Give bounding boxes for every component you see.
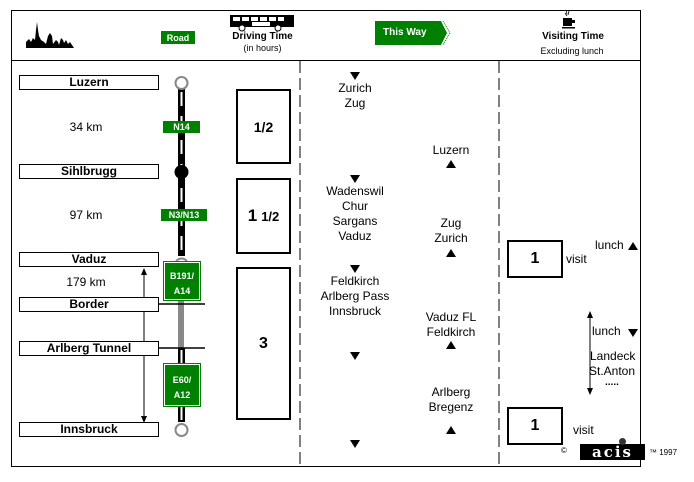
return-group-2: Zug Zurich — [434, 216, 468, 245]
city-skyline-icon — [26, 22, 74, 48]
return-arrow-4 — [446, 426, 456, 434]
bus-icon — [230, 15, 294, 32]
outbound-arrow-5 — [350, 440, 360, 448]
road-legend-sign: Road — [161, 31, 195, 44]
stop-landeck: Landeck — [590, 349, 636, 363]
visiting-time-subtitle: Excluding lunch — [540, 46, 604, 56]
stop-range-arrow — [587, 311, 593, 395]
return-group-1: Luzern — [432, 143, 470, 157]
city-luzern: Luzern — [19, 75, 159, 90]
acis-logo-badge — [619, 438, 626, 445]
city-innsbruck: Innsbruck — [19, 422, 159, 437]
trademark-year: ™ 1997 — [649, 448, 678, 457]
driving-time-box-3: 3 — [236, 267, 291, 420]
driving-time-box-1: 1/2 — [236, 89, 291, 164]
this-way-label: This Way — [383, 27, 427, 38]
visit-box-1: 1 — [507, 240, 563, 278]
visit-label-2: visit — [573, 423, 594, 437]
this-way-arrow-sign — [375, 21, 451, 45]
main-frame — [11, 60, 641, 467]
road-sign-n3-n13: N3/N13 — [161, 209, 207, 221]
coffee-cup-icon — [562, 10, 575, 29]
end-node — [174, 423, 189, 437]
outbound-arrow-3 — [350, 265, 360, 273]
lunch-label-down: lunch — [592, 324, 621, 338]
outbound-group-1: Zurich Zug — [338, 81, 372, 110]
outbound-arrow-2 — [350, 175, 360, 183]
driving-time-subtitle: (in hours) — [243, 43, 282, 53]
lunch-down-arrow — [628, 329, 638, 337]
distance-vaduz-innsbruck: 179 km — [66, 275, 106, 289]
road-sign-b191-a14: B191/ A14 — [163, 261, 201, 301]
start-node — [174, 76, 189, 90]
return-arrow-2 — [446, 249, 456, 257]
road-legend-label: Road — [166, 33, 190, 43]
return-arrow-1 — [446, 160, 456, 168]
city-arlberg-tunnel: Arlberg Tunnel — [19, 341, 159, 356]
visiting-time-title: Visiting Time — [542, 31, 604, 42]
distance-sihlbrugg-vaduz: 97 km — [69, 208, 103, 222]
lunch-up-arrow — [628, 242, 638, 250]
visit-box-2: 1 — [507, 407, 563, 445]
driving-time-title: Driving Time — [232, 31, 293, 42]
copyright-symbol: © — [561, 446, 567, 455]
acis-logo: acis — [580, 444, 645, 460]
outbound-arrow-1 — [350, 72, 360, 80]
outbound-arrow-4 — [350, 352, 360, 360]
outbound-group-3: Feldkirch Arlberg Pass Innsbruck — [320, 274, 390, 318]
road-sign-n14: N14 — [163, 121, 200, 133]
return-group-3: Vaduz FL Feldkirch — [425, 310, 477, 339]
city-border: Border — [19, 297, 159, 312]
stop-st-anton: St.Anton — [589, 364, 636, 378]
city-sihlbrugg: Sihlbrugg — [19, 164, 159, 179]
road-sign-e60-a12: E60/ A12 — [163, 363, 201, 407]
lunch-label-up: lunch — [595, 238, 624, 252]
return-arrow-3 — [446, 341, 456, 349]
city-vaduz: Vaduz — [19, 252, 159, 267]
visit-label-1: visit — [566, 252, 587, 266]
return-group-4: Arlberg Bregenz — [428, 385, 474, 414]
distance-luzern-sihlbrugg: 34 km — [69, 120, 103, 134]
sihlbrugg-node — [174, 165, 189, 179]
stop-ellipsis: ..... — [605, 377, 619, 388]
outbound-group-2: Wadenswil Chur Sargans Vaduz — [326, 184, 384, 243]
